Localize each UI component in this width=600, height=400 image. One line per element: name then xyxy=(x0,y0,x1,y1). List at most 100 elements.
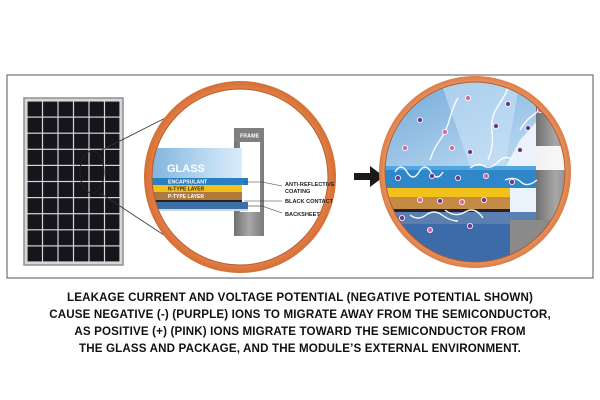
solar-cell xyxy=(89,166,104,181)
solar-cell xyxy=(74,230,89,246)
solar-cell xyxy=(74,101,89,117)
positive-ion xyxy=(441,128,448,135)
solar-cell xyxy=(43,182,58,197)
caption: LEAKAGE CURRENT AND VOLTAGE POTENTIAL (N… xyxy=(0,289,600,357)
solar-cell xyxy=(105,101,120,117)
label-encapsulant: ENCAPSULANT xyxy=(168,180,208,186)
callout-backsheet: BACKSHEET xyxy=(285,212,320,218)
solar-cell xyxy=(27,246,42,262)
caption-line-4: THE GLASS AND PACKAGE, AND THE MODULE’S … xyxy=(78,342,521,355)
right-arrow-icon xyxy=(354,166,384,187)
solar-cell xyxy=(43,230,58,246)
negative-ion xyxy=(466,222,473,229)
negative-ion xyxy=(517,146,524,153)
positive-ion xyxy=(426,226,433,233)
positive-ion xyxy=(464,95,471,102)
label-n-type: N-TYPE LAYER xyxy=(168,187,205,193)
solar-cell xyxy=(105,117,120,133)
solar-cell xyxy=(43,117,58,133)
solar-cell xyxy=(58,117,73,133)
solar-cell xyxy=(43,198,58,214)
solar-cell xyxy=(27,166,42,181)
negative-ion xyxy=(454,174,461,181)
solar-cell xyxy=(27,182,42,197)
solar-cell xyxy=(105,133,120,149)
caption-line-2: CAUSE NEGATIVE (-) (PURPLE) IONS TO MIGR… xyxy=(49,308,551,321)
solar-cell xyxy=(58,149,73,165)
positive-ion xyxy=(482,172,489,179)
solar-cell xyxy=(105,214,120,230)
solar-cell xyxy=(58,133,73,149)
label-frame: FRAME xyxy=(240,134,260,140)
solar-cell xyxy=(58,166,73,181)
solar-cell xyxy=(74,198,89,214)
caption-line-3: AS POSITIVE (+) (PINK) IONS MIGRATE TOWA… xyxy=(74,325,526,338)
negative-ion xyxy=(394,174,401,181)
solar-cell xyxy=(27,133,42,149)
solar-cell xyxy=(89,198,104,214)
solar-cell xyxy=(105,182,120,197)
solar-cell xyxy=(74,133,89,149)
solar-panel xyxy=(23,97,124,266)
solar-cell xyxy=(43,246,58,262)
label-glass: GLASS xyxy=(167,163,205,175)
solar-cell xyxy=(27,117,42,133)
solar-cell xyxy=(58,101,73,117)
solar-cell xyxy=(105,166,120,181)
solar-cell xyxy=(27,149,42,165)
solar-cell xyxy=(89,101,104,117)
negative-ion xyxy=(504,101,511,108)
label-p-type: P-TYPE LAYER xyxy=(168,194,204,200)
solar-cell xyxy=(89,117,104,133)
solar-cell xyxy=(27,214,42,230)
negative-ion xyxy=(492,123,499,130)
negative-ion xyxy=(428,172,435,179)
solar-cell xyxy=(74,149,89,165)
solar-cell xyxy=(27,198,42,214)
solar-cell xyxy=(105,246,120,262)
solar-cell xyxy=(58,214,73,230)
solar-cell xyxy=(89,214,104,230)
negative-ion xyxy=(508,178,515,185)
solar-cell xyxy=(105,198,120,214)
caption-line-1: LEAKAGE CURRENT AND VOLTAGE POTENTIAL (N… xyxy=(66,291,534,304)
negative-ion xyxy=(466,148,473,155)
solar-cell xyxy=(27,230,42,246)
negative-ion xyxy=(525,125,532,132)
solar-cell xyxy=(43,133,58,149)
solar-cell xyxy=(89,230,104,246)
solar-cell xyxy=(43,166,58,181)
cross-section-detail: GLASS ENCAPSULANT N-TYPE LAYER P-TYPE LA… xyxy=(144,81,336,273)
solar-cell xyxy=(105,230,120,246)
callout-anti-reflective: ANTI-REFLECTIVE xyxy=(285,182,335,188)
solar-cell xyxy=(89,246,104,262)
solar-cell xyxy=(27,101,42,117)
negative-ion xyxy=(398,214,405,221)
positive-ion xyxy=(458,198,465,205)
solar-cell xyxy=(74,246,89,262)
solar-cell xyxy=(74,214,89,230)
negative-ion xyxy=(480,196,487,203)
positive-ion xyxy=(448,144,455,151)
solar-cell xyxy=(89,133,104,149)
callout-black-contact: BLACK CONTACT xyxy=(285,199,334,205)
negative-ion xyxy=(436,197,443,204)
callout-coating: COATING xyxy=(285,189,310,195)
solar-cell xyxy=(58,198,73,214)
negative-ion xyxy=(416,117,423,124)
solar-cell xyxy=(74,166,89,181)
positive-ion xyxy=(416,196,423,203)
solar-cell xyxy=(58,230,73,246)
solar-cell xyxy=(58,246,73,262)
solar-cell xyxy=(43,214,58,230)
solar-cell xyxy=(43,149,58,165)
solar-cell xyxy=(74,117,89,133)
solar-cell xyxy=(89,149,104,165)
positive-ion xyxy=(401,144,408,151)
solar-cell xyxy=(74,182,89,197)
solar-cell xyxy=(43,101,58,117)
solar-cell xyxy=(105,149,120,165)
solar-cell xyxy=(58,182,73,197)
magnifier-circle xyxy=(79,150,105,194)
